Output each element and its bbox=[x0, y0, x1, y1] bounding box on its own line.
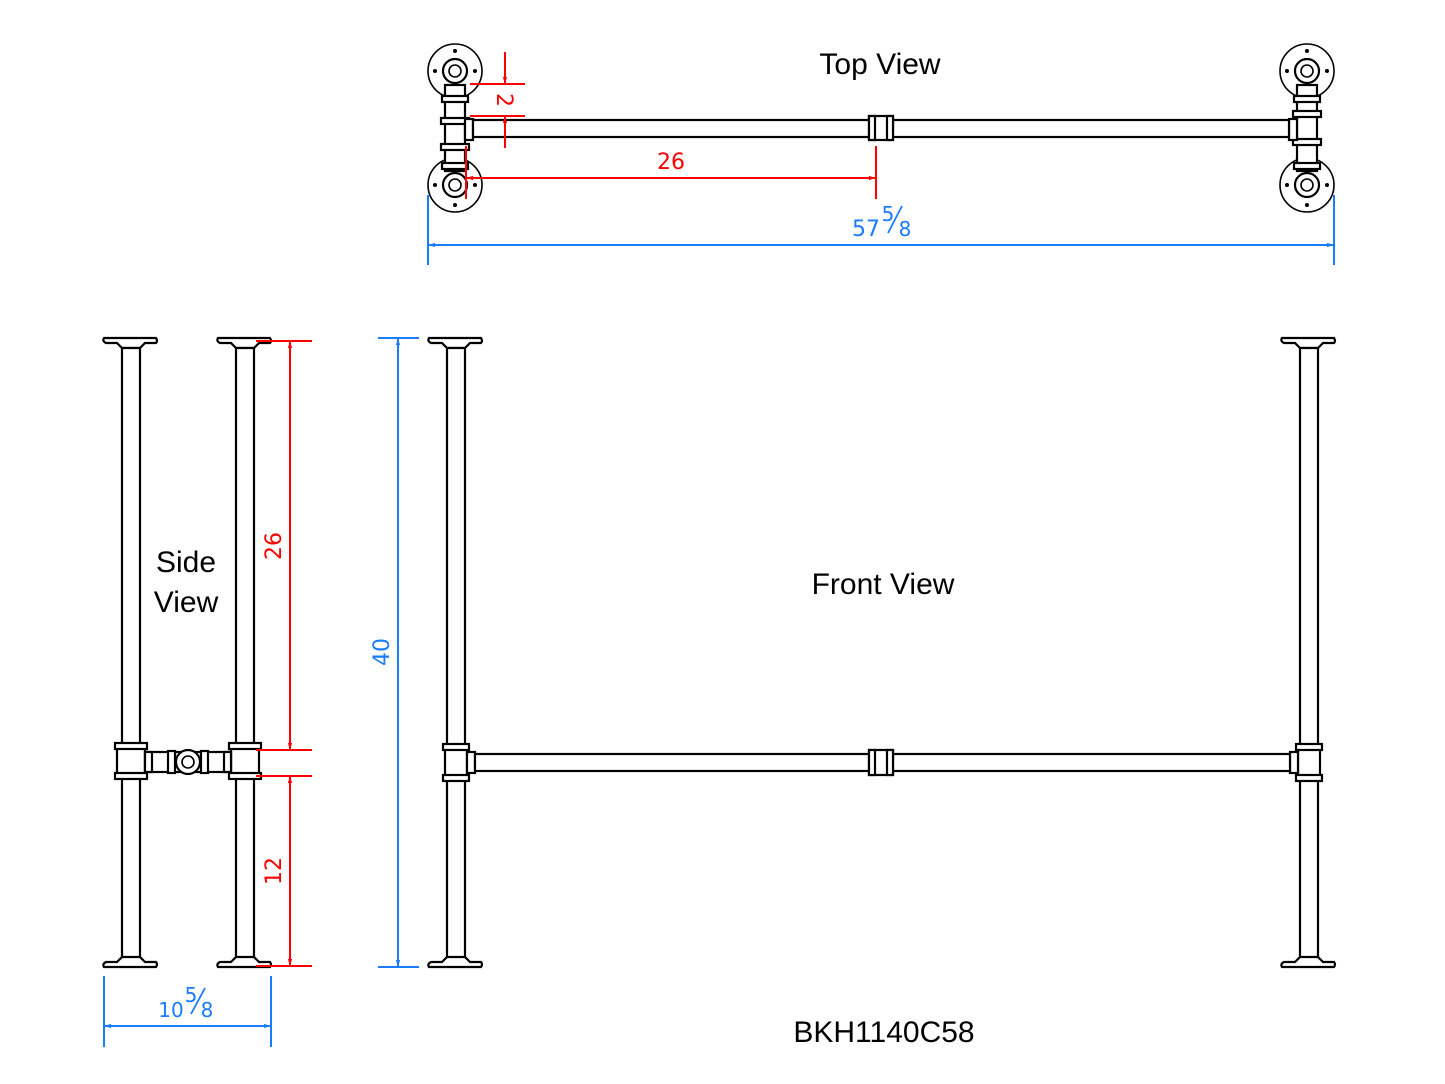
front-leg-right bbox=[1280, 336, 1337, 969]
dim-side-lower: 12 bbox=[256, 775, 312, 967]
top-view-title: Top View bbox=[819, 48, 941, 81]
dim-top-half-span: 26 bbox=[465, 146, 877, 199]
front-coupling bbox=[867, 748, 895, 777]
dim-side-lower-value: 12 bbox=[262, 857, 287, 885]
flange-top-right-upper bbox=[1279, 43, 1335, 99]
top-coupling bbox=[867, 114, 895, 142]
side-view-title-line2: View bbox=[154, 586, 219, 619]
dim-overall-depth-whole: 10 bbox=[158, 998, 183, 1022]
dim-top-half-span-value: 26 bbox=[657, 150, 685, 175]
top-view: Top View bbox=[427, 43, 1335, 265]
dim-overall-depth: 10 5 8 bbox=[103, 976, 272, 1047]
dim-top-offset-value: 2 bbox=[491, 93, 516, 107]
flange-top-right-lower bbox=[1279, 157, 1335, 213]
dim-overall-depth-numerator: 5 bbox=[185, 983, 198, 1007]
dim-overall-width-denominator: 8 bbox=[899, 217, 912, 241]
dim-overall-depth-denominator: 8 bbox=[201, 998, 214, 1022]
tee-top-right bbox=[1287, 83, 1323, 173]
flange-top-left-lower bbox=[427, 157, 483, 213]
tee-top-left bbox=[439, 83, 475, 173]
side-leg-right bbox=[216, 336, 273, 969]
model-code: BKH1140C58 bbox=[793, 1016, 974, 1049]
side-view: Side View bbox=[102, 336, 312, 1047]
side-view-title-line1: Side bbox=[156, 546, 216, 579]
front-leg-left bbox=[427, 336, 484, 969]
dim-overall-width: 57 5 8 bbox=[427, 195, 1335, 265]
dim-overall-height-value: 40 bbox=[370, 638, 395, 666]
side-leg-left bbox=[102, 336, 159, 969]
front-view: Front View bbox=[370, 336, 1337, 969]
dim-overall-width-whole: 57 bbox=[852, 217, 880, 242]
front-view-title: Front View bbox=[812, 568, 955, 601]
side-crossbar bbox=[143, 748, 233, 776]
dim-overall-height: 40 bbox=[370, 337, 419, 968]
dim-overall-width-numerator: 5 bbox=[882, 202, 895, 226]
dim-side-upper-value: 26 bbox=[262, 532, 287, 560]
dim-side-upper: 26 bbox=[256, 340, 312, 751]
dim-top-offset: 2 bbox=[470, 52, 525, 148]
